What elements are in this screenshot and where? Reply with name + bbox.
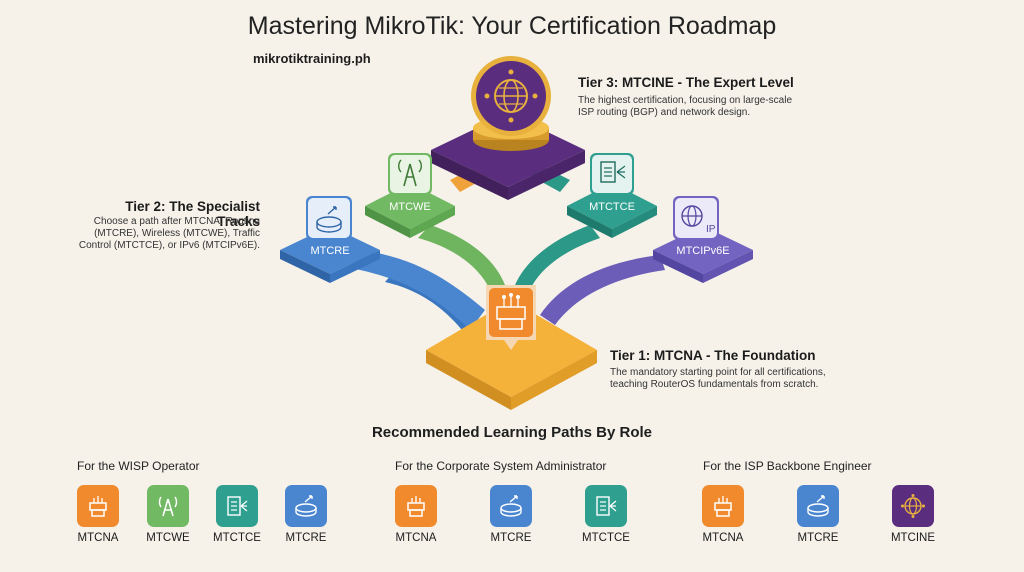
path-mtcwe-mtcna [418, 225, 505, 290]
path-label: MTCNA [395, 532, 437, 544]
role-title-isp: For the ISP Backbone Engineer [703, 459, 872, 473]
path-item: MTCRE [788, 485, 848, 544]
path-item: MTCNA [386, 485, 446, 544]
path-label: MTCNA [77, 532, 119, 544]
mtcine-icon [892, 485, 934, 527]
role-title-corporate: For the Corporate System Administrator [395, 459, 607, 473]
mtcine-badge [471, 56, 551, 136]
mtctce-platform: MTCTCE [567, 183, 657, 238]
tier2-description: Choose a path after MTCNA: Routing (MTCR… [78, 216, 260, 251]
path-item: MTCRE [276, 485, 336, 544]
recommended-paths-title: Recommended Learning Paths By Role [371, 424, 653, 441]
mtcna-icon [395, 485, 437, 527]
mtcre-icon [797, 485, 839, 527]
path-label: MTCTCE [582, 532, 630, 544]
tier1-description: The mandatory starting point for all cer… [610, 367, 826, 390]
mtctce-label: MTCTCE [589, 201, 635, 213]
site-url: mikrotiktraining.ph [253, 51, 371, 66]
mtcna-icon [77, 485, 119, 527]
page-title: Mastering MikroTik: Your Certification R… [247, 12, 777, 40]
path-mtctce-mtcna [515, 225, 600, 290]
path-label: MTCTCE [213, 532, 261, 544]
tier1-heading: Tier 1: MTCNA - The Foundation [610, 348, 816, 363]
mtcwe-label: MTCWE [389, 201, 431, 213]
path-label: MTCINE [890, 532, 936, 544]
mtcre-icon [285, 485, 327, 527]
path-item: MTCNA [693, 485, 753, 544]
path-label: MTCNA [702, 532, 744, 544]
tier2-heading: Tier 2: The Specialist Tracks [125, 199, 260, 229]
path-item: MTCNA [68, 485, 128, 544]
mtctce-icon [585, 485, 627, 527]
mtcipv6e-icon: IP [673, 196, 719, 240]
svg-text:IP: IP [706, 224, 716, 235]
mtcna-icon [702, 485, 744, 527]
mtcwe-platform: MTCWE [365, 183, 455, 238]
path-item: MTCWE [138, 485, 198, 544]
path-item: MTCTCE [207, 485, 267, 544]
mtctce-icon [590, 153, 634, 195]
path-mtcre-mtcna-front [350, 250, 485, 330]
path-label: MTCRE [285, 532, 327, 544]
path-item: MTCINE [883, 485, 943, 544]
role-title-wisp: For the WISP Operator [77, 459, 200, 473]
path-label: MTCRE [490, 532, 532, 544]
mtcipv6e-label: MTCIPv6E [676, 245, 729, 257]
mtcre-label: MTCRE [310, 245, 349, 257]
path-label: MTCWE [146, 532, 190, 544]
tier3-heading: Tier 3: MTCINE - The Expert Level [578, 75, 794, 90]
mtcre-icon [490, 485, 532, 527]
mtcna-icon [486, 285, 536, 350]
mtcwe-icon [388, 153, 432, 195]
path-item: MTCTCE [576, 485, 636, 544]
mtcwe-icon [147, 485, 189, 527]
mtcre-platform: MTCRE [280, 226, 380, 283]
path-label: MTCRE [797, 532, 839, 544]
path-item: MTCRE [481, 485, 541, 544]
mtcre-icon [306, 196, 352, 240]
path-mtcipv6e-mtcna [540, 255, 665, 325]
tier3-description: The highest certification, focusing on l… [578, 95, 793, 118]
mtctce-icon [216, 485, 258, 527]
